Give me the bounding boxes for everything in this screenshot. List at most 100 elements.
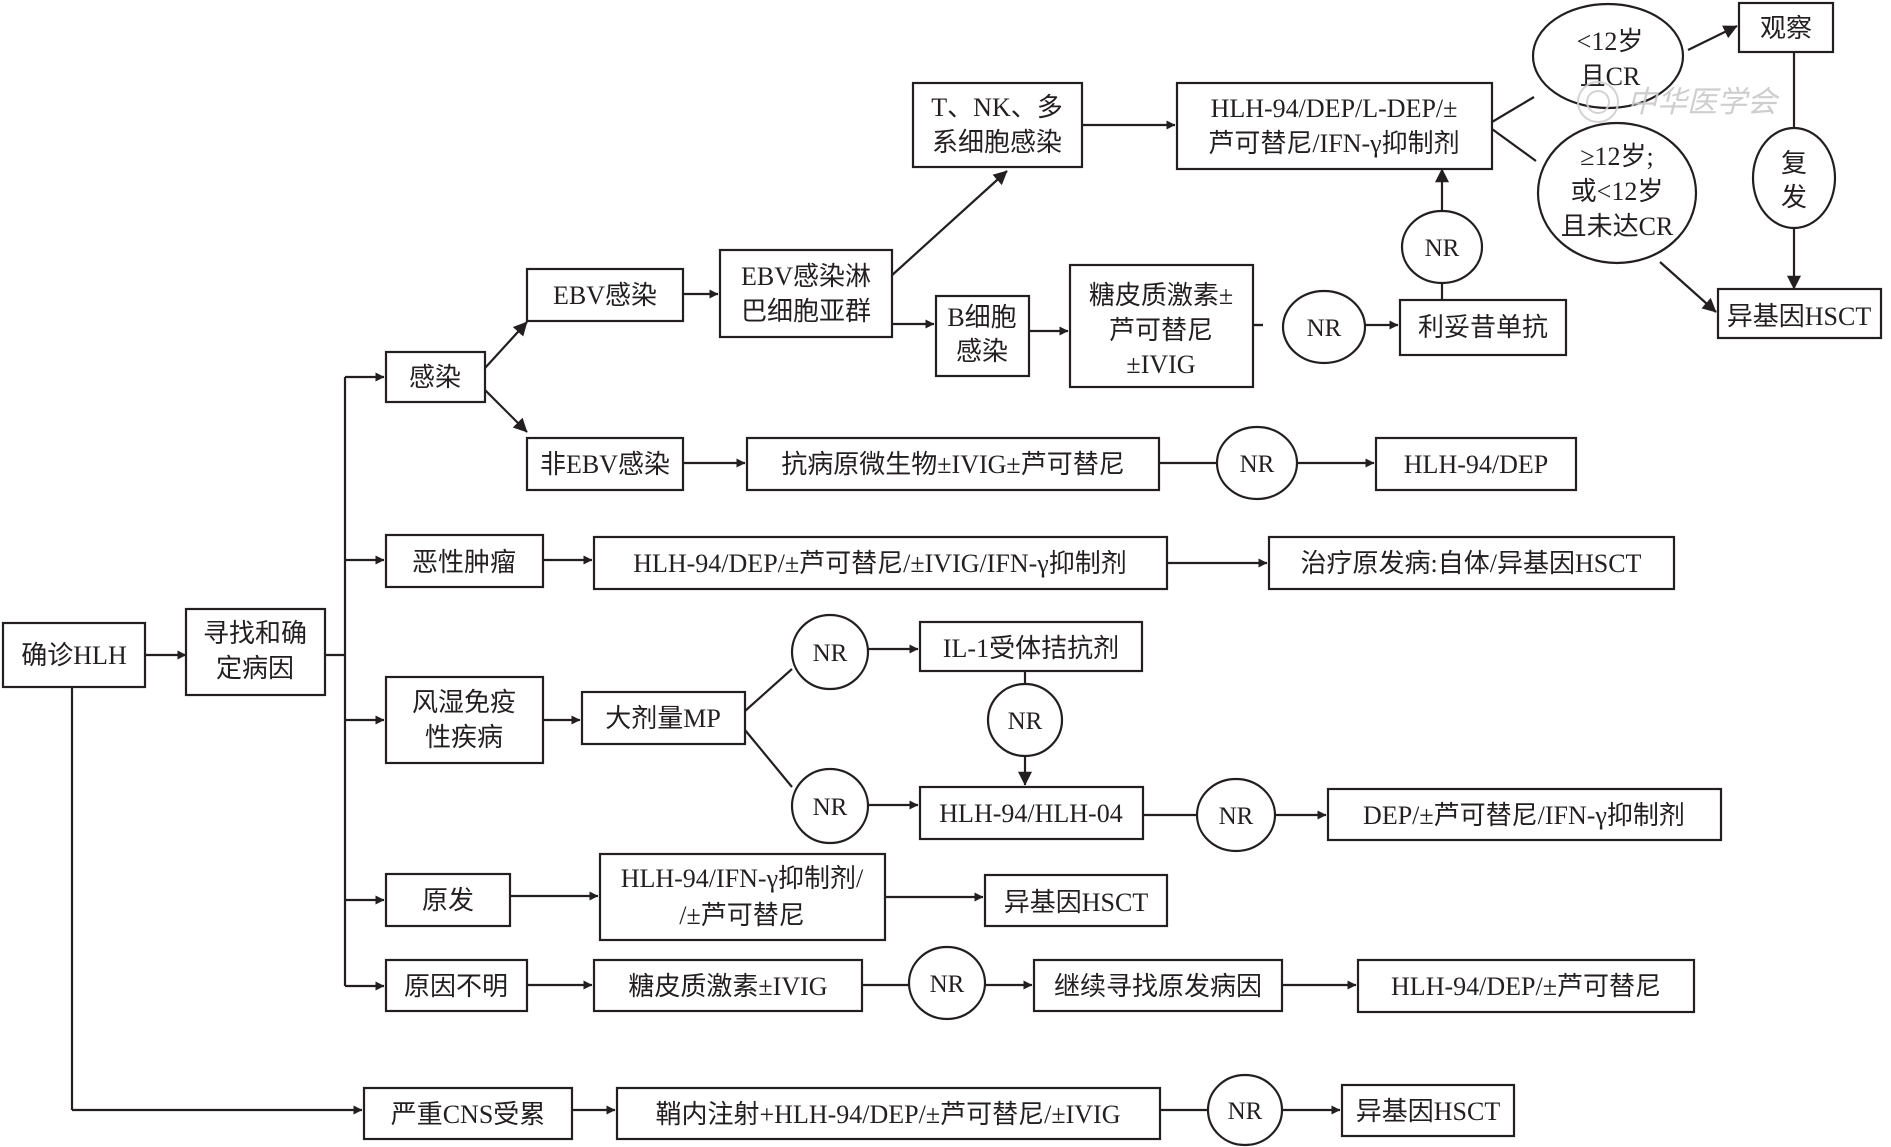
box-hlh94-dep-infection: HLH-94/DEP [1374, 436, 1578, 492]
box-intrathecal: 鞘内注射+HLH-94/DEP/±芦可替尼/±IVIG [615, 1086, 1162, 1141]
svg-text:HLH-94/IFN-γ抑制剂/: HLH-94/IFN-γ抑制剂/ [621, 864, 864, 893]
nr-oval-mp-lower: NR [790, 767, 870, 845]
nr-oval-hlh04: NR [1195, 777, 1277, 853]
svg-text:/±芦可替尼: /±芦可替尼 [679, 901, 805, 930]
svg-text:EBV感染淋: EBV感染淋 [741, 262, 871, 291]
svg-text:性疾病: 性疾病 [425, 723, 503, 752]
box-non-ebv-infection: 非EBV感染 [525, 436, 685, 492]
svg-text:原发: 原发 [422, 886, 474, 915]
svg-text:DEP/±芦可替尼/IFN-γ抑制剂: DEP/±芦可替尼/IFN-γ抑制剂 [1363, 801, 1685, 830]
svg-text:观察: 观察 [1760, 14, 1812, 43]
nr-oval-rituximab: NR [1400, 209, 1484, 285]
box-find-cause: 寻找和确 定病因 [184, 607, 327, 697]
box-treat-primary-disease: 治疗原发病:自体/异基因HSCT [1267, 535, 1676, 591]
svg-text:非EBV感染: 非EBV感染 [540, 450, 670, 479]
svg-text:继续寻找原发病因: 继续寻找原发病因 [1054, 972, 1262, 1001]
nr-oval-intrathecal: NR [1206, 1073, 1284, 1147]
box-steroid-rux-ivig: 糖皮质激素± 芦可替尼 ±IVIG [1068, 263, 1255, 389]
box-allo-hsct-top: 异基因HSCT [1716, 287, 1883, 340]
svg-text:芦可替尼: 芦可替尼 [1109, 316, 1213, 345]
svg-text:NR: NR [1425, 235, 1460, 262]
connectors [70, 25, 1801, 1115]
nr-oval-antimicrobial: NR [1215, 425, 1299, 501]
svg-text:±IVIG: ±IVIG [1126, 350, 1195, 379]
watermark: 中华医学会 [1577, 81, 1780, 123]
svg-text:且未达CR: 且未达CR [1561, 212, 1674, 241]
svg-text:NR: NR [1228, 1098, 1263, 1125]
svg-text:NR: NR [1307, 315, 1342, 342]
svg-text:原因不明: 原因不明 [404, 972, 508, 1001]
svg-text:治疗原发病:自体/异基因HSCT: 治疗原发病:自体/异基因HSCT [1301, 549, 1642, 578]
svg-text:≥12岁;: ≥12岁; [1580, 142, 1654, 171]
box-rheumatic-disease: 风湿免疫 性疾病 [384, 675, 545, 765]
svg-text:感染: 感染 [409, 363, 461, 392]
svg-text:NR: NR [930, 971, 965, 998]
svg-text:HLH-94/DEP: HLH-94/DEP [1404, 450, 1548, 479]
svg-text:B细胞: B细胞 [947, 303, 1016, 332]
box-b-cell-infection: B细胞 感染 [934, 294, 1031, 378]
svg-text:T、NK、多: T、NK、多 [931, 93, 1062, 122]
box-primary: 原发 [384, 872, 512, 928]
svg-text:异基因HSCT: 异基因HSCT [1727, 302, 1872, 331]
box-severe-cns: 严重CNS受累 [362, 1086, 574, 1141]
svg-text:<12岁: <12岁 [1577, 27, 1644, 56]
box-malignancy-treatment: HLH-94/DEP/±芦可替尼/±IVIG/IFN-γ抑制剂 [592, 535, 1169, 591]
box-dep-rux-ifn: DEP/±芦可替尼/IFN-γ抑制剂 [1326, 787, 1723, 842]
svg-text:恶性肿瘤: 恶性肿瘤 [412, 548, 516, 577]
svg-text:NR: NR [1008, 708, 1043, 735]
svg-text:HLH-94/HLH-04: HLH-94/HLH-04 [939, 799, 1122, 828]
svg-text:IL-1受体拮抗剂: IL-1受体拮抗剂 [943, 634, 1119, 663]
svg-text:异基因HSCT: 异基因HSCT [1004, 888, 1149, 917]
svg-text:寻找和确: 寻找和确 [203, 619, 307, 648]
svg-text:定病因: 定病因 [216, 654, 294, 683]
svg-text:NR: NR [1219, 803, 1254, 830]
svg-text:中华医学会: 中华医学会 [1627, 85, 1780, 120]
box-ebv-lymphocyte-subgroup: EBV感染淋 巴细胞亚群 [718, 248, 894, 339]
svg-text:NR: NR [813, 640, 848, 667]
nr-oval-il1: NR [986, 682, 1064, 758]
oval-age-ge12: ≥12岁; 或<12岁 且未达CR [1536, 121, 1698, 265]
svg-text:或<12岁: 或<12岁 [1571, 177, 1664, 206]
svg-text:复: 复 [1781, 149, 1807, 178]
box-diagnose-hlh: 确诊HLH [1, 621, 147, 689]
svg-text:芦可替尼/IFN-γ抑制剂: 芦可替尼/IFN-γ抑制剂 [1208, 129, 1459, 158]
box-infection: 感染 [384, 350, 487, 404]
nr-oval-steroid-ivig: NR [907, 945, 987, 1021]
box-hlh94-dep-ldep: HLH-94/DEP/L-DEP/± 芦可替尼/IFN-γ抑制剂 [1175, 81, 1494, 171]
box-steroid-ivig: 糖皮质激素±IVIG [592, 958, 864, 1013]
svg-text:异基因HSCT: 异基因HSCT [1356, 1097, 1501, 1126]
svg-text:NR: NR [1240, 451, 1275, 478]
svg-text:确诊HLH: 确诊HLH [21, 641, 127, 670]
box-rituximab: 利妥昔单抗 [1398, 298, 1568, 357]
svg-text:大剂量MP: 大剂量MP [605, 704, 721, 733]
box-observe: 观察 [1737, 1, 1835, 54]
box-ebv-infection: EBV感染 [525, 267, 685, 323]
svg-text:风湿免疫: 风湿免疫 [412, 688, 516, 717]
oval-age-lt12-cr: <12岁 且CR [1531, 2, 1685, 110]
box-hlh94-hlh04: HLH-94/HLH-04 [918, 785, 1145, 841]
svg-text:系细胞感染: 系细胞感染 [932, 128, 1062, 157]
svg-text:严重CNS受累: 严重CNS受累 [391, 1100, 546, 1129]
svg-text:巴细胞亚群: 巴细胞亚群 [741, 297, 871, 326]
nr-oval-steroid: NR [1281, 289, 1367, 365]
box-hlh94-dep-rux: HLH-94/DEP/±芦可替尼 [1356, 958, 1696, 1014]
svg-text:EBV感染: EBV感染 [553, 281, 657, 310]
svg-text:利妥昔单抗: 利妥昔单抗 [1418, 313, 1548, 342]
box-antimicrobial: 抗病原微生物±IVIG±芦可替尼 [745, 436, 1161, 492]
svg-text:鞘内注射+HLH-94/DEP/±芦可替尼/±IVIG: 鞘内注射+HLH-94/DEP/±芦可替尼/±IVIG [656, 1100, 1121, 1129]
svg-text:抗病原微生物±IVIG±芦可替尼: 抗病原微生物±IVIG±芦可替尼 [781, 450, 1124, 479]
svg-text:HLH-94/DEP/L-DEP/±: HLH-94/DEP/L-DEP/± [1211, 94, 1458, 123]
svg-text:糖皮质激素±IVIG: 糖皮质激素±IVIG [628, 972, 827, 1001]
svg-text:糖皮质激素±: 糖皮质激素± [1089, 281, 1233, 310]
box-primary-treatment: HLH-94/IFN-γ抑制剂/ /±芦可替尼 [598, 852, 887, 942]
box-il1-antagonist: IL-1受体拮抗剂 [918, 620, 1144, 673]
box-malignancy: 恶性肿瘤 [384, 533, 545, 589]
oval-relapse: 复 发 [1751, 126, 1837, 230]
nr-oval-mp-upper: NR [790, 613, 870, 691]
box-allo-hsct-cns: 异基因HSCT [1340, 1083, 1516, 1138]
svg-text:NR: NR [813, 794, 848, 821]
box-high-dose-mp: 大剂量MP [580, 690, 747, 746]
svg-text:HLH-94/DEP/±芦可替尼/±IVIG/IFN-γ抑制: HLH-94/DEP/±芦可替尼/±IVIG/IFN-γ抑制剂 [633, 549, 1127, 578]
svg-text:发: 发 [1781, 183, 1807, 212]
